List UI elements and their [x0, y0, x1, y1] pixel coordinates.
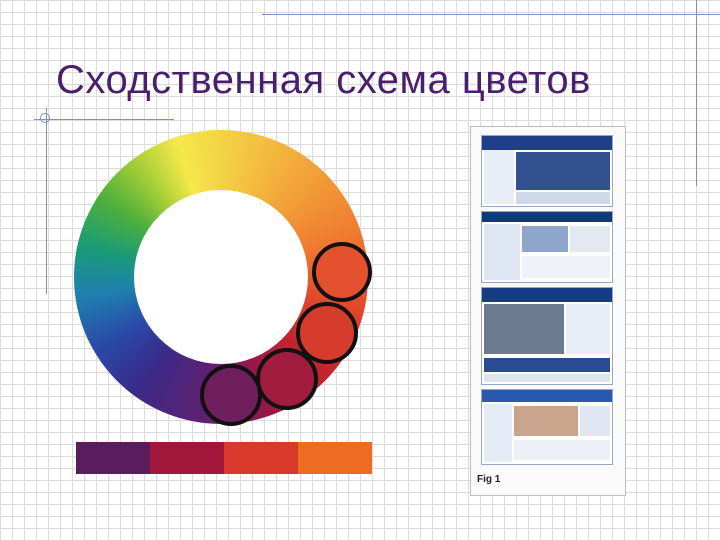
example-screenshots-figure: Fig 1 — [470, 126, 626, 496]
slide-title: Сходственная схема цветов — [56, 58, 591, 102]
selected-color-circle-3 — [256, 348, 318, 410]
decorative-line-left — [46, 108, 47, 294]
decorative-line-under-title — [34, 119, 174, 120]
selected-color-circle-4 — [200, 364, 262, 426]
palette-swatch-1 — [76, 442, 150, 474]
selected-color-circle-1 — [312, 242, 372, 302]
example-screenshot-3 — [481, 287, 613, 385]
example-screenshot-2 — [481, 211, 613, 283]
color-wheel — [60, 128, 380, 448]
palette-swatch-4 — [298, 442, 372, 474]
palette-swatch-3 — [224, 442, 298, 474]
figure-label: Fig 1 — [477, 474, 501, 485]
decorative-line-top — [262, 14, 720, 15]
color-wheel-center — [134, 190, 308, 364]
palette-swatch-2 — [150, 442, 224, 474]
example-screenshot-1 — [481, 135, 613, 207]
selected-color-circle-2 — [296, 302, 358, 364]
decorative-circle-marker — [40, 113, 50, 123]
example-screenshot-4 — [481, 389, 613, 465]
decorative-line-right — [696, 0, 697, 186]
analogous-palette — [76, 442, 372, 474]
